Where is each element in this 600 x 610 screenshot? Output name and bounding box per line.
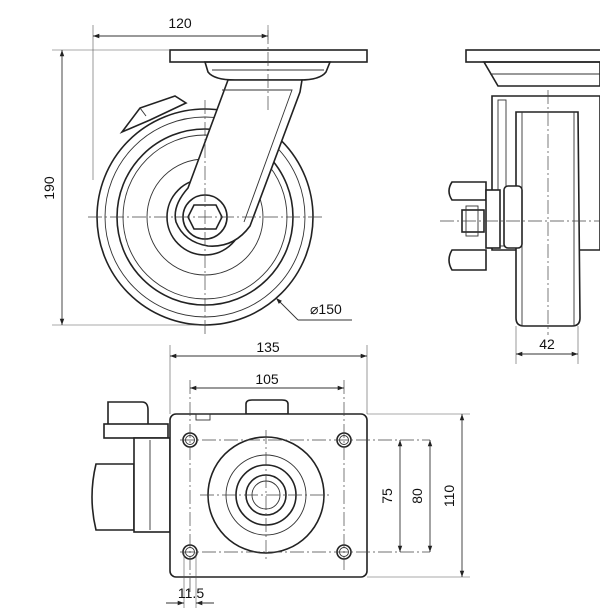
dim-bolt-hole: 11.5: [178, 585, 204, 601]
dim-plate-length: 135: [256, 339, 280, 355]
top-lock-tab: [245, 399, 289, 415]
front-top-plate: [465, 49, 600, 63]
dim-swivel-offset: 120: [168, 15, 192, 31]
top-dimensions: 135 105 75 80 110 11.5: [166, 339, 470, 608]
side-dimensions: 120 190 ⌀150: [41, 15, 352, 326]
brake-lever: [119, 95, 188, 134]
swivel-bearing: [203, 61, 332, 81]
side-top-plate: [169, 49, 368, 63]
front-brake-pedal-bottom: [448, 249, 487, 271]
side-view: [88, 30, 368, 335]
dim-hole-spacing-width: 75: [379, 488, 395, 504]
front-bearing: [482, 61, 600, 87]
top-view: [91, 380, 430, 592]
front-wheel: [515, 111, 581, 327]
front-dimensions: 42: [515, 326, 579, 364]
front-view: [440, 49, 600, 335]
dim-plate-bolt-width: 80: [409, 488, 425, 504]
top-plate: [169, 413, 368, 578]
dim-plate-width: 110: [441, 485, 457, 508]
dim-wheel-width: 42: [539, 336, 555, 352]
dim-hole-spacing-length: 105: [255, 371, 279, 387]
front-brake-pedal-top: [448, 181, 487, 201]
dim-wheel-diameter: ⌀150: [310, 301, 342, 317]
front-hub: [503, 185, 523, 249]
top-brake-block: [91, 463, 135, 531]
top-brake-pedal: [107, 401, 149, 427]
dim-total-height: 190: [41, 176, 57, 200]
